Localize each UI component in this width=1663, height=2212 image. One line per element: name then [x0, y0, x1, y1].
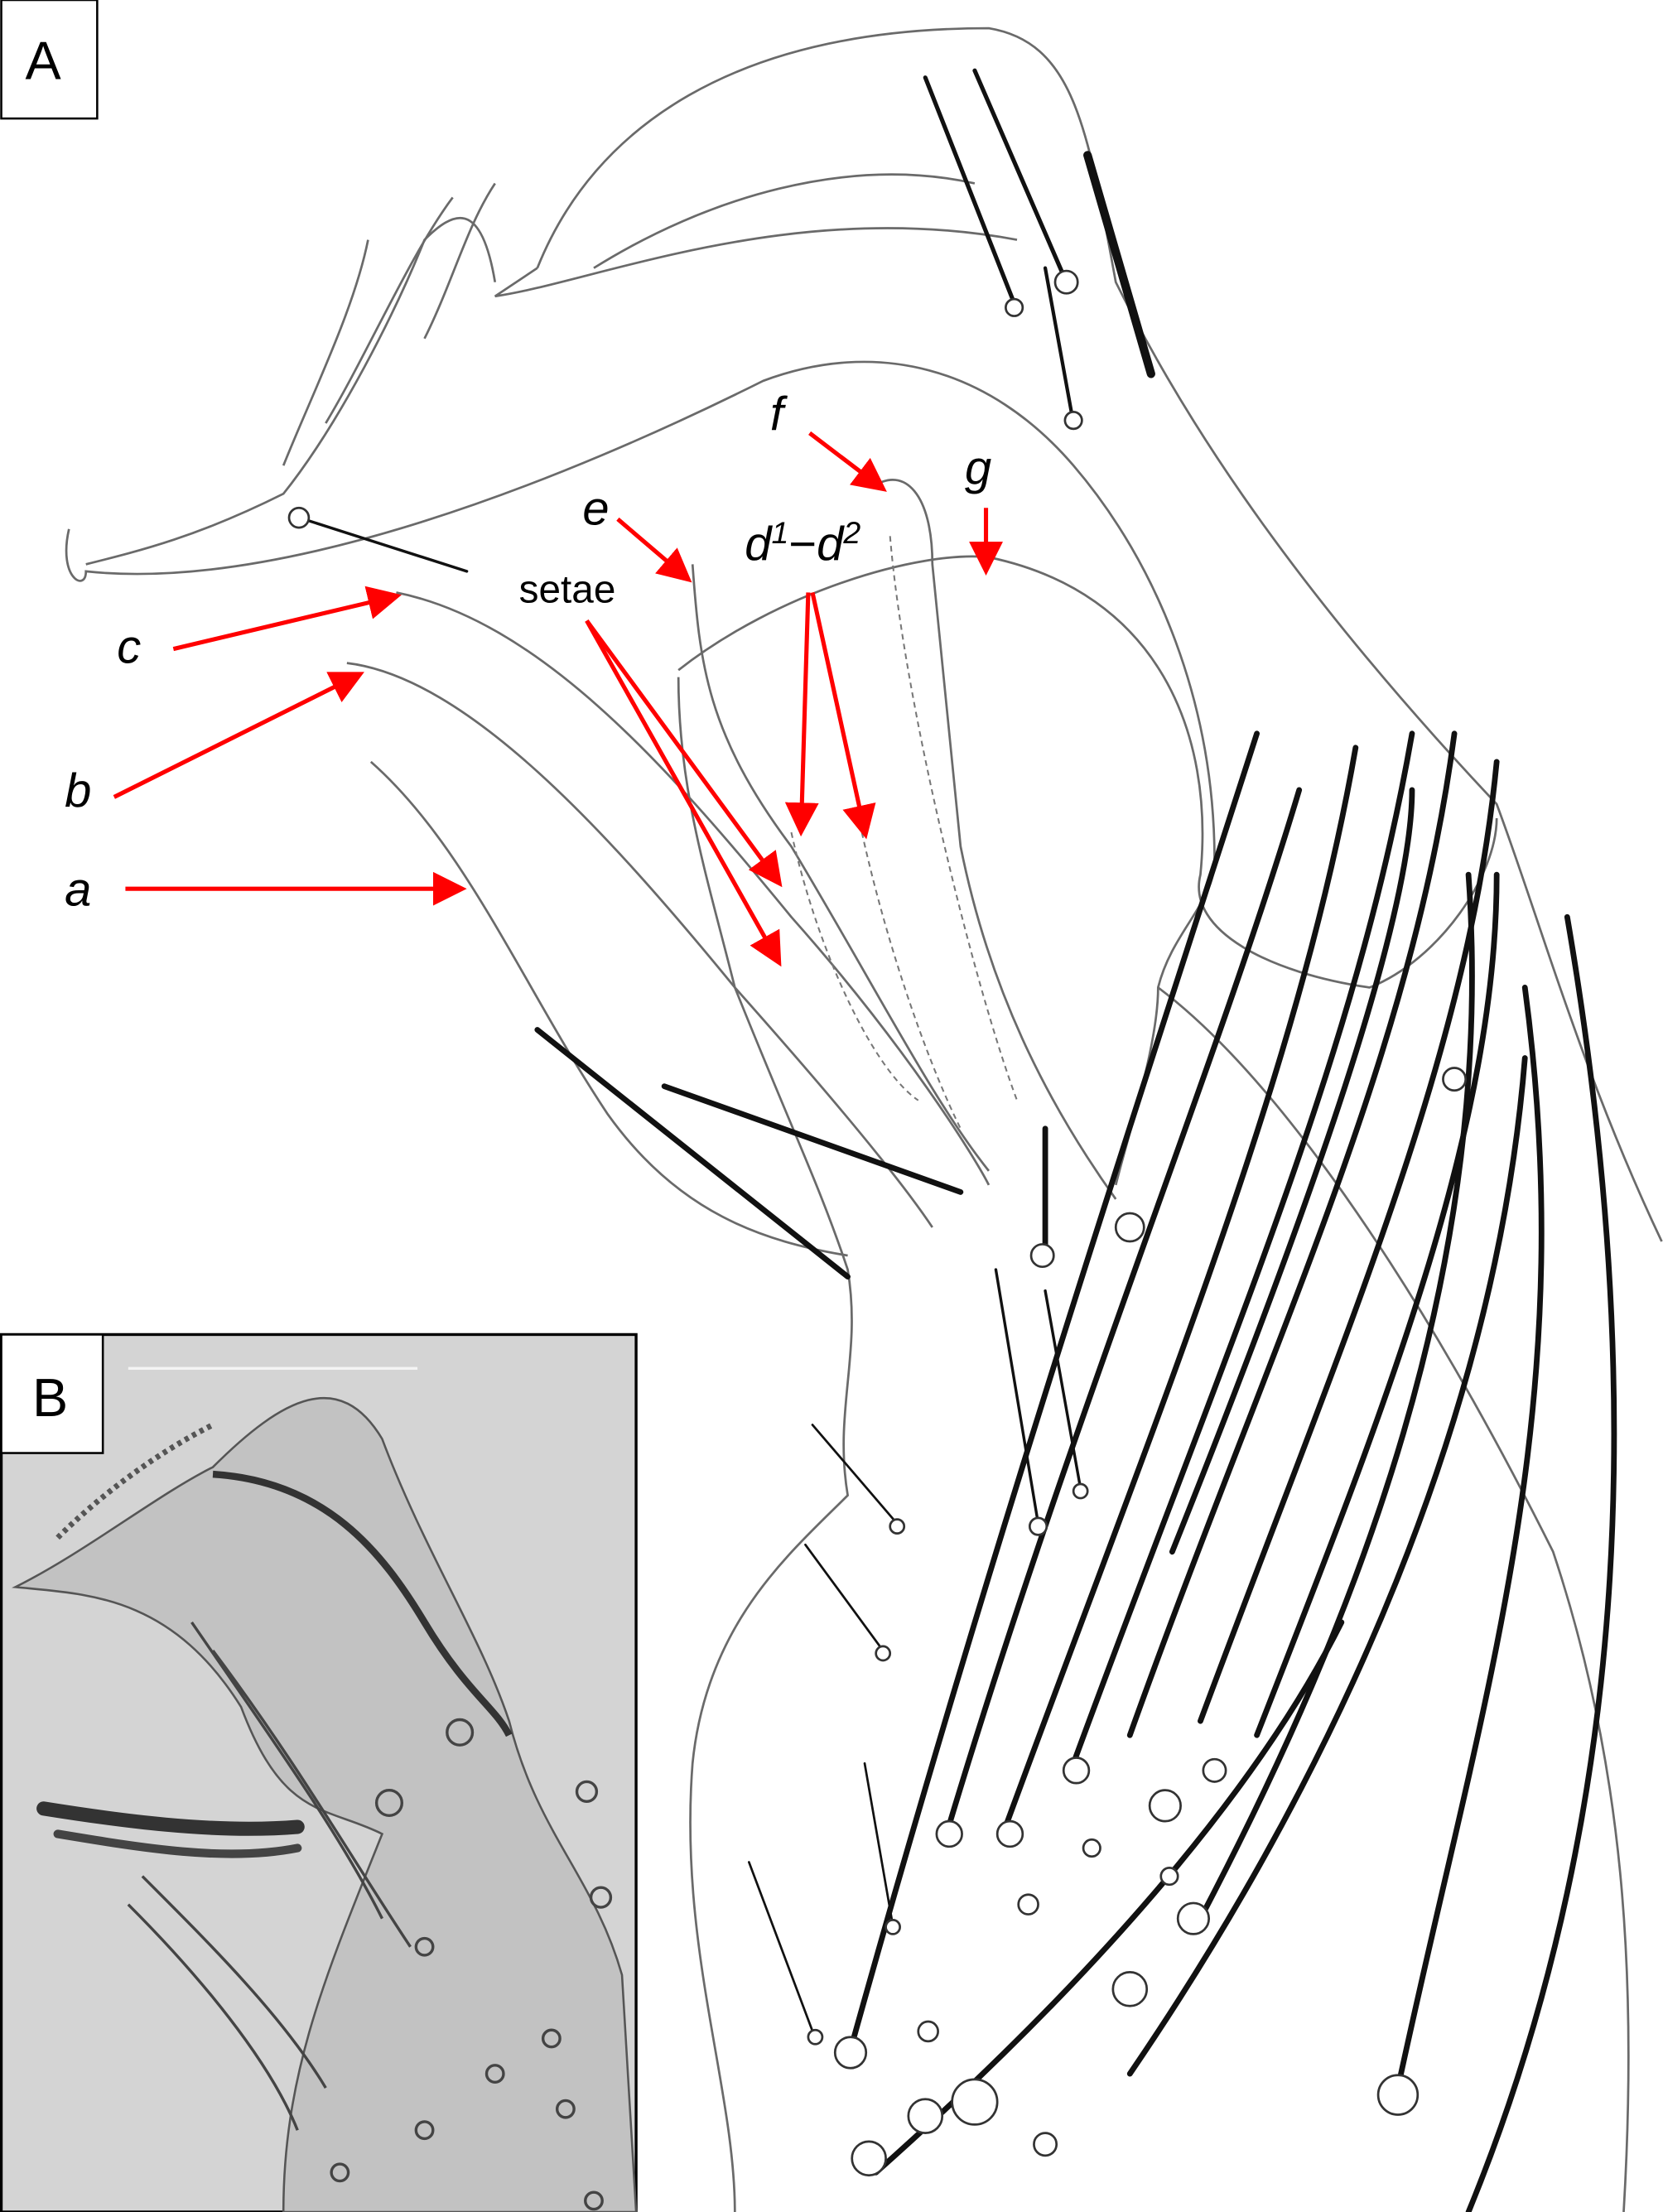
- label-b: b: [65, 764, 91, 817]
- panel-b-label-box: [0, 1333, 104, 1454]
- arrow-d1: [784, 592, 819, 837]
- annotation-arrows: [113, 431, 1003, 967]
- arrow-e: [616, 517, 692, 583]
- arrow-b: [113, 672, 364, 799]
- label-setae: setae: [519, 567, 616, 611]
- arrow-setae-2: [585, 619, 782, 967]
- arrow-c: [172, 586, 402, 652]
- setae-group: [287, 68, 1617, 2212]
- label-d1-d2: d1−d2: [745, 515, 860, 571]
- label-c: c: [117, 621, 141, 674]
- panel-b-micrograph: [0, 1333, 638, 2212]
- arrow-setae-1: [585, 619, 783, 888]
- label-g: g: [965, 441, 991, 494]
- panel-b-label: B: [32, 1367, 68, 1428]
- label-f: f: [770, 388, 788, 441]
- panel-a-drawing: [65, 27, 1663, 2212]
- arrow-d2: [810, 591, 876, 840]
- label-a: a: [65, 864, 91, 917]
- arrow-f: [808, 431, 887, 492]
- panel-a-label-box: [0, 0, 99, 120]
- panel-a-label: A: [25, 30, 61, 90]
- label-e: e: [582, 483, 609, 536]
